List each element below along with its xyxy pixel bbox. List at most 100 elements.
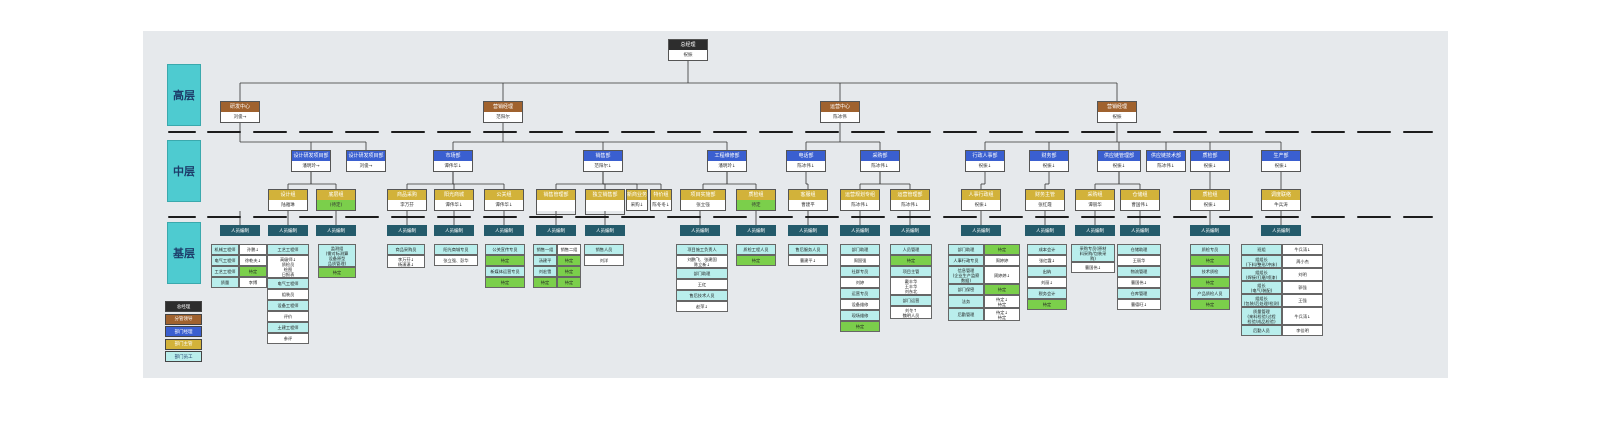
supervisor-node[interactable]: 公关组谭伟华↓ — [484, 189, 524, 211]
staff-cell: 李万芬↓ 杨潇潇↓ — [387, 255, 425, 268]
staff-header: 人员编制 — [484, 225, 524, 236]
staff-header: 人员编制 — [1261, 225, 1301, 236]
supervisor-node[interactable]: 采购组谭丽华 — [1075, 189, 1115, 211]
vp-node[interactable]: 营销经理祝振 — [1097, 101, 1137, 123]
supervisor-node[interactable]: 运营规划专组陈冰伟↓ — [840, 189, 880, 211]
supervisor-node[interactable]: 项目实施部张立强 — [680, 189, 726, 211]
legend-item: 总经理 — [165, 301, 202, 312]
layer-separator — [253, 216, 287, 218]
staff-cell: 徐乾夫↓ — [239, 255, 267, 266]
node-name: 范阳尔↓ — [584, 161, 622, 171]
manager-node[interactable]: 财务部祝振↓ — [1029, 150, 1069, 172]
layer-separator — [943, 216, 977, 218]
node-title: 运营中心 — [821, 102, 859, 112]
layer-separator — [1035, 131, 1069, 133]
supervisor-node[interactable]: 质检组祝振↓ — [1190, 189, 1230, 211]
supervisor-node[interactable]: 独立销售部 — [585, 189, 625, 215]
staff-cell: 项目施工负责人 — [676, 244, 728, 255]
manager-node[interactable]: 设计研发项目部潘明玲→ — [291, 150, 331, 172]
staff-cell: 曹国伟↓ — [1071, 262, 1115, 273]
supervisor-node[interactable]: 运营管理部陈冰伟↓ — [890, 189, 930, 211]
layer-separator — [391, 131, 425, 133]
manager-node[interactable]: 生产部祝振↓ — [1261, 150, 1301, 172]
layer-separator — [437, 131, 471, 133]
node-title: 行政人事部 — [966, 151, 1004, 161]
vp-node[interactable]: 研发中心刘俊→ — [220, 101, 260, 123]
supervisor-node[interactable]: 特价组陈冬冬↓ — [650, 189, 672, 211]
staff-cell: 设备维修 — [840, 299, 880, 310]
node-title: 财务部 — [1030, 151, 1068, 161]
manager-node[interactable]: 质检部祝振↓ — [1190, 150, 1230, 172]
node-name: 祝振 — [669, 50, 707, 60]
node-name: 谭伟华↓ — [435, 200, 473, 210]
manager-node[interactable]: 销售部范阳尔↓ — [583, 150, 623, 172]
layer-separator — [621, 131, 655, 133]
staff-cell: 后勤人员 — [1241, 325, 1282, 336]
staff-cell: 周婷婷 — [984, 255, 1020, 266]
node-name: 陈冬冬↓ — [651, 200, 671, 210]
supervisor-node[interactable]: 销售管理部 — [536, 189, 576, 215]
node-name: 牛兵涛 — [1262, 200, 1300, 210]
node-name: 祝振↓ — [1030, 161, 1068, 171]
manager-node[interactable]: 市场部谭伟华↓ — [433, 150, 473, 172]
node-title: 营销经理 — [484, 102, 522, 112]
layer-separator — [1219, 131, 1253, 133]
manager-node[interactable]: 电话部陈冰伟↓ — [786, 150, 826, 172]
staff-header: 人员编制 — [387, 225, 427, 236]
node-title: 营销经理 — [1098, 102, 1136, 112]
staff-cell: 张立强、彭华 — [434, 255, 478, 266]
legend-item: 部门员工 — [165, 351, 202, 362]
supervisor-node[interactable]: 客服组曹建平 — [788, 189, 828, 211]
supervisor-node[interactable]: 商品采购李万芬 — [387, 189, 427, 211]
layer-separator — [1265, 131, 1299, 133]
manager-node[interactable]: 采购部陈冰伟↓ — [860, 150, 900, 172]
staff-cell: 公关宣传专员 — [485, 244, 525, 255]
ceo-node[interactable]: 总经理祝振 — [668, 39, 708, 61]
node-title: 销售部 — [584, 151, 622, 161]
staff-header: 人员编制 — [536, 225, 576, 236]
staff-header: 人员编制 — [316, 225, 356, 236]
staff-cell: 电气工程师 — [267, 278, 309, 289]
vp-node[interactable]: 运营中心陈冰伟 — [820, 101, 860, 123]
layer-separator — [1127, 131, 1161, 133]
node-title: 客服组 — [789, 190, 827, 200]
manager-node[interactable]: 供应链技术部陈冰伟↓ — [1146, 150, 1186, 172]
supervisor-node[interactable]: 设计组陆雅琳 — [268, 189, 308, 211]
manager-node[interactable]: 设计研发项目部刘俊→ — [346, 150, 386, 172]
supervisor-node[interactable]: 仓储组曹国伟↓ — [1120, 189, 1160, 211]
supervisor-node[interactable]: 财务主管张红霞 — [1025, 189, 1065, 211]
supervisor-node[interactable]: 底层组(待定) — [316, 189, 356, 211]
node-title: 仓储组 — [1121, 190, 1159, 200]
node-title: 质检组 — [1191, 190, 1229, 200]
staff-cell: 质检工程人员 — [736, 244, 776, 255]
staff-cell: 王红 — [676, 279, 728, 290]
staff-cell: 待定↓ 待定 — [984, 308, 1020, 321]
supervisor-node[interactable]: 阳光商城谭伟华↓ — [434, 189, 474, 211]
manager-node[interactable]: 工程维修部潘明玲↓ — [707, 150, 747, 172]
manager-node[interactable]: 供应链管理部祝振↓ — [1097, 150, 1141, 172]
staff-cell: 信息管理 (企业生产监察 数据) — [948, 266, 984, 284]
staff-cell: 曹德旺↓ — [1117, 299, 1161, 310]
staff-cell: 组组长 (包装/后处理/检测) — [1241, 294, 1282, 307]
layer-separator — [483, 131, 517, 133]
supervisor-node[interactable]: 质检组待定 — [736, 189, 776, 211]
staff-cell: 新媒体运营专员 — [485, 266, 525, 277]
staff-cell: 质量 — [211, 277, 239, 288]
layer-separator — [805, 131, 839, 133]
layer-separator — [759, 216, 793, 218]
layer-separator — [759, 131, 793, 133]
layer-separator — [667, 131, 701, 133]
manager-node[interactable]: 行政人事部祝振↓ — [965, 150, 1005, 172]
supervisor-node[interactable]: 人事行政组祝振↓ — [961, 189, 1001, 211]
staff-cell: 质检专员 — [1190, 244, 1230, 255]
supervisor-node[interactable]: 新商业务采购↓ — [626, 189, 648, 211]
staff-cell: 牛兵涛↓ — [1282, 244, 1323, 255]
staff-cell: 人事行政专员 — [948, 255, 984, 266]
vp-node[interactable]: 营销经理范阳尔 — [483, 101, 523, 123]
node-name: 潘明玲→ — [292, 161, 330, 171]
node-name: 潘明玲↓ — [708, 161, 746, 171]
layer-separator — [391, 216, 425, 218]
layer-separator — [1173, 216, 1207, 218]
staff-header: 人员编制 — [1120, 225, 1160, 236]
supervisor-node[interactable]: 调度联络牛兵涛 — [1261, 189, 1301, 211]
